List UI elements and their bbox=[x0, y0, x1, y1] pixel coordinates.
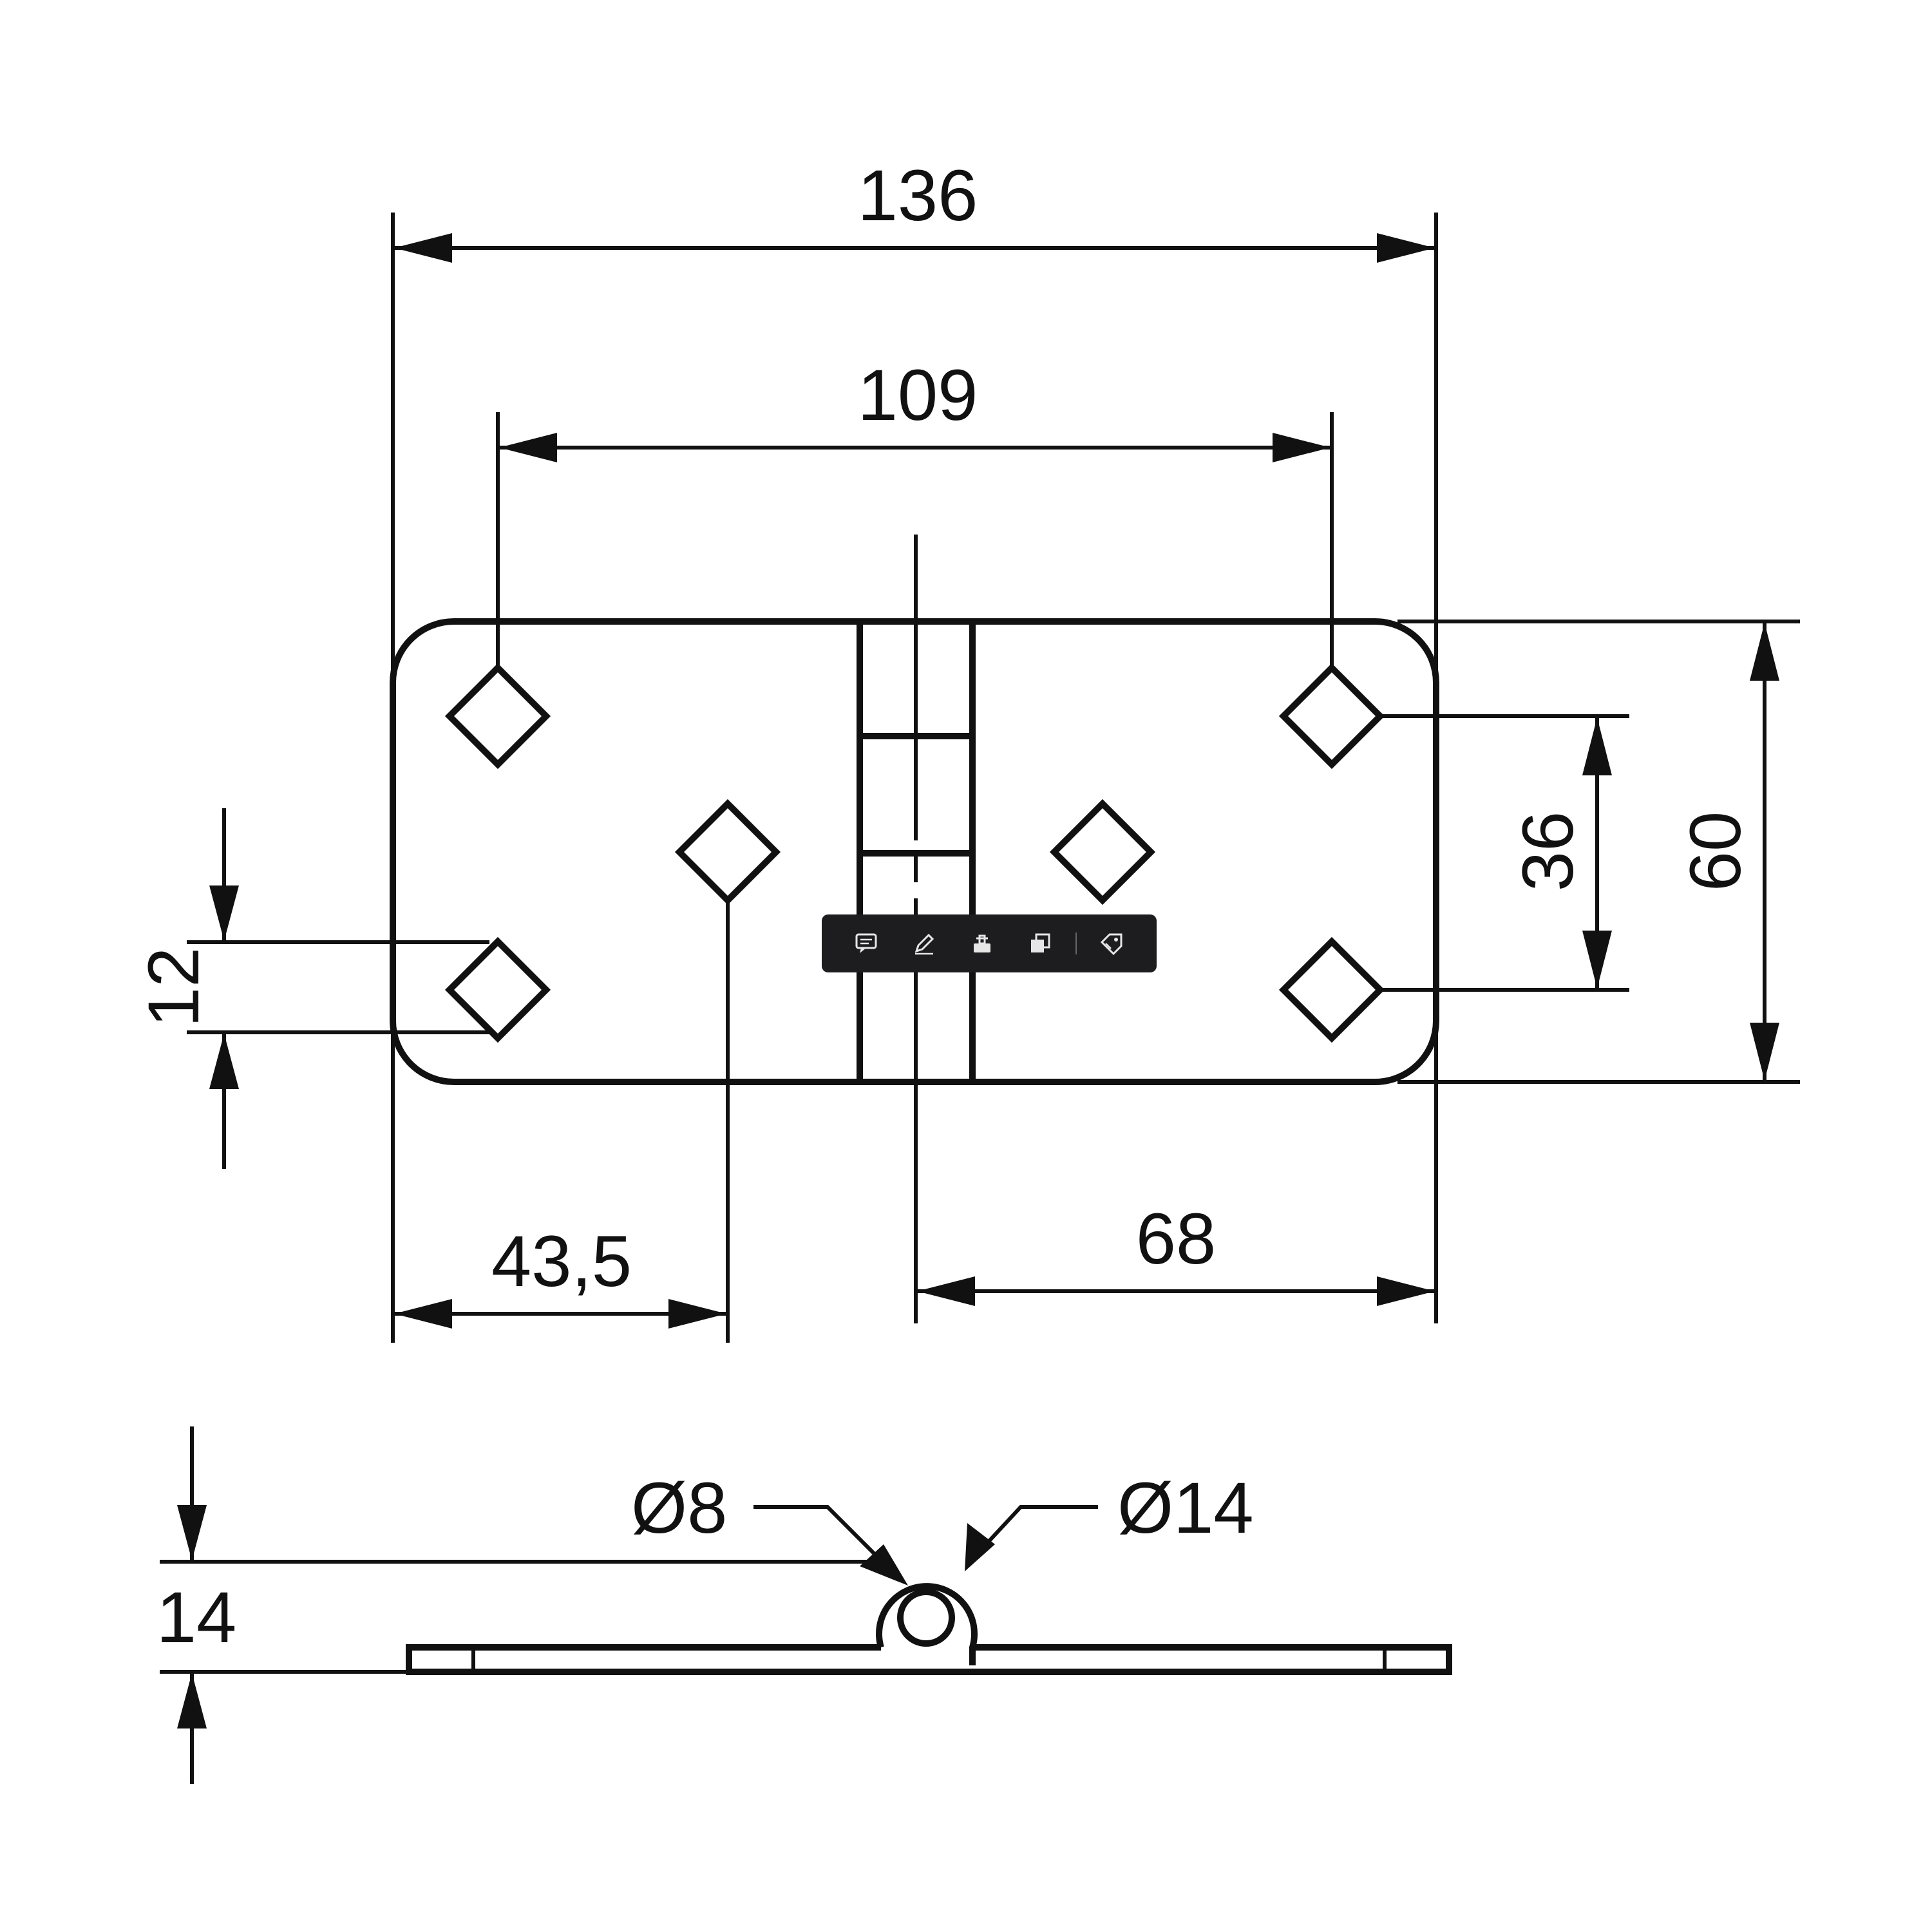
arrowhead bbox=[499, 433, 557, 462]
comment-button[interactable] bbox=[837, 914, 895, 972]
dim-label-pin-diameter: Ø8 bbox=[631, 1468, 727, 1548]
arrowhead bbox=[1582, 717, 1612, 775]
arrowhead bbox=[209, 886, 239, 941]
dim-label-thickness: 14 bbox=[156, 1577, 237, 1658]
arrowhead bbox=[1377, 1276, 1435, 1306]
hole-bottom-left bbox=[444, 936, 551, 1043]
leader-line-pin bbox=[753, 1505, 894, 1573]
dim-label-half-length: 68 bbox=[1136, 1198, 1217, 1279]
dim-label-knuckle-diameter: Ø14 bbox=[1117, 1468, 1254, 1548]
arrowhead bbox=[860, 1544, 908, 1586]
dim-label-overall-length: 136 bbox=[858, 155, 978, 236]
arrowhead bbox=[1750, 623, 1779, 681]
arrowhead bbox=[668, 1299, 726, 1329]
stamp-icon bbox=[974, 934, 990, 952]
pen-icon bbox=[914, 933, 934, 955]
tag-icon bbox=[1100, 933, 1122, 956]
dim-label-hole-offset: 12 bbox=[133, 947, 214, 1028]
arrowhead bbox=[965, 1523, 995, 1571]
highlight-button[interactable] bbox=[895, 914, 953, 972]
side-view-pin bbox=[897, 1589, 955, 1647]
copy-button[interactable] bbox=[1011, 914, 1069, 972]
arrowhead bbox=[177, 1505, 207, 1560]
hole-top-left bbox=[444, 663, 551, 770]
leader-line-knuckle bbox=[977, 1505, 1098, 1554]
comment-icon bbox=[855, 933, 877, 953]
hole-bottom-right bbox=[1278, 936, 1385, 1043]
dim-label-hole-spacing-height: 36 bbox=[1508, 811, 1588, 892]
arrowhead bbox=[209, 1034, 239, 1089]
stamp-button[interactable] bbox=[953, 914, 1011, 972]
arrowhead bbox=[1582, 931, 1612, 989]
hole-center-left bbox=[674, 799, 781, 905]
dim-label-center-hole-offset: 43,5 bbox=[491, 1221, 632, 1302]
arrowhead bbox=[1273, 433, 1331, 462]
arrowhead bbox=[1377, 233, 1435, 263]
arrowhead bbox=[1750, 1023, 1779, 1081]
toolbar-separator bbox=[1075, 933, 1077, 954]
arrowhead bbox=[394, 1299, 452, 1329]
dim-label-hole-spacing-length: 109 bbox=[858, 355, 978, 435]
side-view-left-leaf bbox=[406, 1644, 916, 1675]
arrowhead bbox=[917, 1276, 975, 1306]
tag-button[interactable] bbox=[1083, 914, 1141, 972]
side-view-knuckle-outer bbox=[876, 1583, 978, 1665]
arrowhead bbox=[394, 233, 452, 263]
hole-top-right bbox=[1278, 663, 1385, 770]
annotation-toolbar bbox=[822, 914, 1157, 972]
dim-label-overall-height: 60 bbox=[1675, 811, 1756, 892]
hole-center-right bbox=[1049, 799, 1156, 905]
copy-icon bbox=[1031, 933, 1050, 952]
arrowhead bbox=[177, 1673, 207, 1728]
side-view-right-leaf bbox=[916, 1644, 1452, 1675]
